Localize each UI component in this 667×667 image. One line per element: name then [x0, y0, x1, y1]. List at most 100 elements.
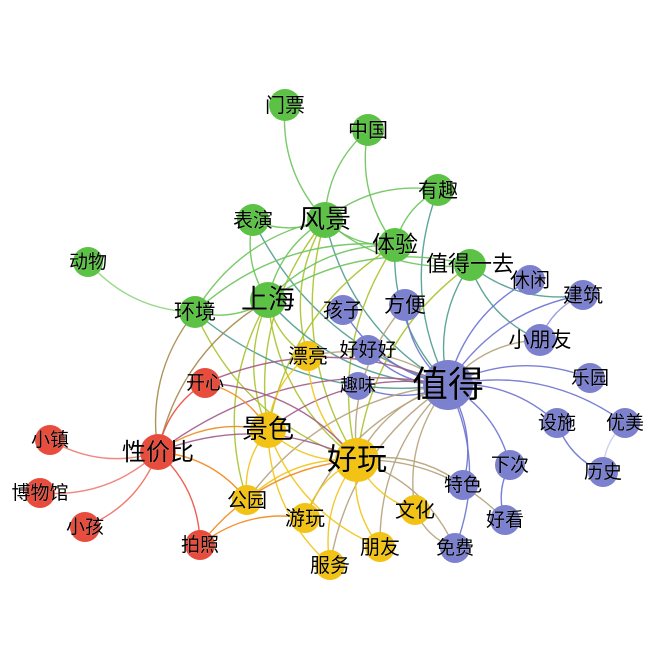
node-设施[interactable]: 设施 [538, 408, 576, 438]
node-circle[interactable] [237, 204, 269, 236]
node-circle[interactable] [495, 450, 525, 480]
node-circle[interactable] [352, 114, 384, 146]
node-circle[interactable] [328, 295, 358, 325]
node-circle[interactable] [25, 478, 55, 508]
node-circle[interactable] [140, 434, 176, 470]
node-博物馆[interactable]: 博物馆 [11, 478, 69, 508]
node-circle[interactable] [344, 372, 372, 400]
node-circle[interactable] [524, 324, 556, 356]
node-circle[interactable] [293, 341, 323, 371]
node-拍照[interactable]: 拍照 [181, 530, 219, 560]
node-circle[interactable] [400, 495, 430, 525]
node-circle[interactable] [269, 89, 301, 121]
node-免费[interactable]: 免费 [436, 533, 474, 563]
node-表演[interactable]: 表演 [233, 204, 273, 236]
node-小朋友[interactable]: 小朋友 [508, 324, 572, 356]
node-上海[interactable]: 上海 [241, 282, 295, 318]
node-circle[interactable] [73, 247, 103, 277]
node-circle[interactable] [250, 412, 286, 448]
node-孩子[interactable]: 孩子 [323, 295, 363, 325]
node-特色[interactable]: 特色 [444, 470, 482, 500]
edge [157, 377, 449, 453]
edge [246, 384, 449, 501]
node-体验[interactable]: 体验 [372, 228, 418, 262]
node-circle[interactable] [588, 457, 618, 487]
node-circle[interactable] [542, 408, 572, 438]
node-label: 休闲 [510, 268, 550, 292]
node-circle[interactable] [575, 363, 605, 393]
node-朋友[interactable]: 朋友 [360, 532, 400, 562]
node-circle[interactable] [423, 360, 473, 410]
node-方便[interactable]: 方便 [384, 289, 426, 321]
node-性价比[interactable]: 性价比 [122, 434, 194, 470]
node-circle[interactable] [190, 368, 220, 398]
node-label: 上海 [241, 285, 295, 316]
node-好看[interactable]: 好看 [486, 505, 524, 535]
node-动物[interactable]: 动物 [69, 247, 107, 277]
node-开心[interactable]: 开心 [186, 368, 224, 398]
node-circle[interactable] [490, 505, 520, 535]
node-建筑[interactable]: 建筑 [563, 280, 603, 310]
edge [356, 264, 471, 461]
node-label: 朋友 [360, 535, 400, 559]
node-circle[interactable] [179, 296, 211, 328]
node-好玩[interactable]: 好玩 [327, 438, 387, 482]
node-circle[interactable] [185, 530, 215, 560]
node-乐园[interactable]: 乐园 [571, 363, 609, 393]
node-漂亮[interactable]: 漂亮 [288, 341, 328, 371]
node-circle[interactable] [250, 282, 286, 318]
node-circle[interactable] [448, 470, 478, 500]
node-公园[interactable]: 公园 [227, 485, 267, 515]
node-中国[interactable]: 中国 [348, 114, 388, 146]
node-label: 性价比 [122, 438, 194, 466]
node-circle[interactable] [365, 532, 395, 562]
node-circle[interactable] [389, 289, 421, 321]
node-circle[interactable] [378, 228, 412, 262]
node-label: 方便 [384, 293, 426, 317]
node-circle[interactable] [70, 512, 100, 542]
edge [194, 219, 326, 313]
edge [267, 299, 358, 461]
node-门票[interactable]: 门票 [265, 89, 305, 121]
node-circle[interactable] [440, 533, 470, 563]
node-circle[interactable] [515, 265, 545, 295]
node-优美[interactable]: 优美 [606, 408, 644, 438]
node-值得[interactable]: 值得 [412, 360, 484, 410]
node-label: 优美 [606, 412, 644, 434]
node-circle[interactable] [568, 280, 598, 310]
node-景色[interactable]: 景色 [242, 412, 294, 448]
node-历史[interactable]: 历史 [584, 457, 622, 487]
node-有趣[interactable]: 有趣 [418, 174, 458, 206]
node-label: 中国 [348, 118, 388, 142]
node-circle[interactable] [335, 438, 379, 482]
node-circle[interactable] [422, 174, 454, 206]
node-label: 开心 [186, 372, 224, 394]
node-趣味[interactable]: 趣味 [340, 372, 376, 400]
node-环境[interactable]: 环境 [174, 296, 216, 328]
node-好好好[interactable]: 好好好 [339, 335, 397, 365]
node-label: 下次 [491, 454, 529, 476]
node-circle[interactable] [232, 485, 262, 515]
node-服务[interactable]: 服务 [310, 550, 350, 580]
node-label: 趣味 [340, 376, 376, 397]
edge [199, 459, 358, 546]
node-下次[interactable]: 下次 [491, 450, 529, 480]
node-文化[interactable]: 文化 [395, 495, 435, 525]
node-circle[interactable] [290, 503, 320, 533]
node-风景[interactable]: 风景 [299, 202, 351, 238]
node-circle[interactable] [307, 202, 343, 238]
node-circle[interactable] [35, 425, 65, 455]
node-小孩[interactable]: 小孩 [66, 512, 104, 542]
node-休闲[interactable]: 休闲 [510, 265, 550, 295]
edge [233, 299, 269, 501]
node-label: 环境 [174, 300, 216, 324]
node-值得一去[interactable]: 值得一去 [426, 249, 514, 281]
node-circle[interactable] [353, 335, 383, 365]
node-游玩[interactable]: 游玩 [285, 503, 325, 533]
node-circle[interactable] [610, 408, 640, 438]
node-label: 漂亮 [288, 344, 328, 368]
node-小镇[interactable]: 小镇 [31, 425, 69, 455]
node-circle[interactable] [454, 249, 486, 281]
node-circle[interactable] [315, 550, 345, 580]
